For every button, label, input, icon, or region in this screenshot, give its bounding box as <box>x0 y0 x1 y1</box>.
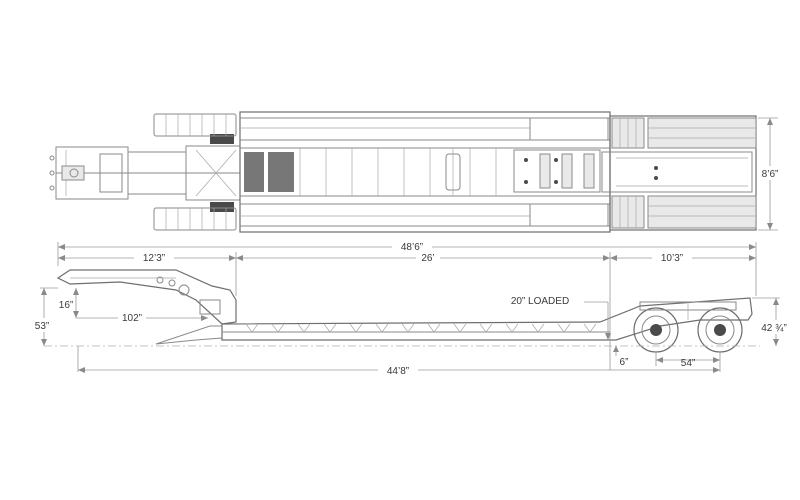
side-rear-wheels <box>633 301 743 353</box>
label-rear-deck-height: 42 ¾” <box>761 323 787 334</box>
label-axle-spread: 54” <box>681 358 695 369</box>
label-kingpin-to-axle: 44’8” <box>387 366 409 377</box>
plan-rear-section <box>609 115 757 231</box>
dimension-labels: 8’6” 48’6” 12’3” 26’ 10’3” 20” LOADED 16… <box>30 166 792 377</box>
label-loaded-deck-height: 20” LOADED <box>511 296 569 307</box>
side-view <box>40 242 780 373</box>
label-overall-length: 48’6” <box>401 242 423 253</box>
label-deck-length: 26’ <box>421 253 434 264</box>
plan-view <box>49 111 778 233</box>
label-gooseneck-swing: 102” <box>122 313 142 324</box>
label-overall-width: 8’6” <box>762 169 779 180</box>
gooseneck-ramp <box>155 325 223 345</box>
stake-pockets <box>245 323 597 333</box>
plan-rear-tires <box>611 117 757 229</box>
plan-main-deck <box>239 111 611 233</box>
side-main-deck <box>221 297 753 341</box>
plan-front-tires <box>153 113 237 231</box>
gooseneck-profile <box>56 269 237 325</box>
plan-crossmembers <box>244 148 601 196</box>
label-fifth-wheel-height: 53” <box>35 321 49 332</box>
label-ground-clearance: 6” <box>620 357 629 368</box>
label-gooseneck-length: 12’3” <box>143 253 165 264</box>
label-gooseneck-clearance: 16” <box>59 300 73 311</box>
label-rear-section-length: 10’3” <box>661 253 683 264</box>
